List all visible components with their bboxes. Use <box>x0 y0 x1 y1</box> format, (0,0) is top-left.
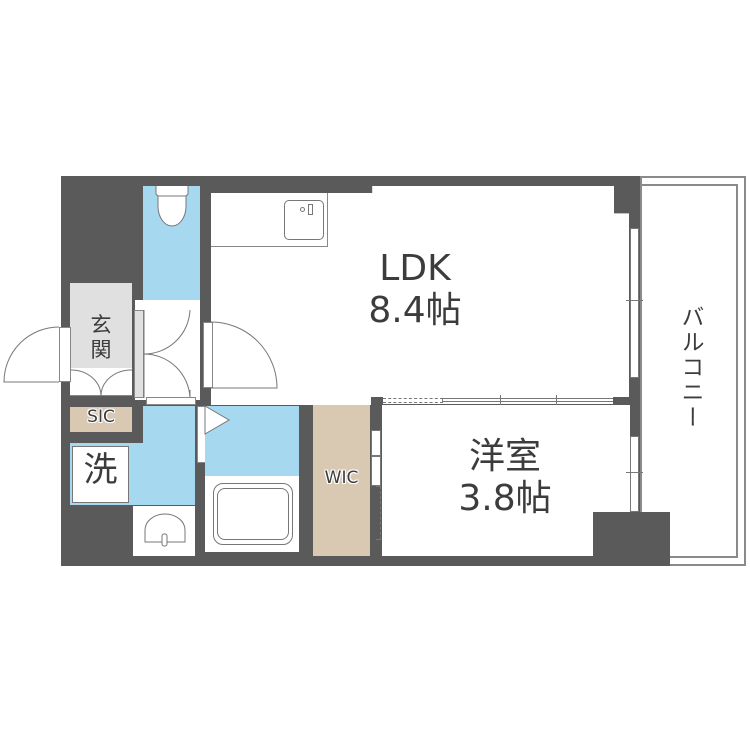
room-western <box>382 405 630 556</box>
bathroom-door-swing-icon <box>204 405 230 435</box>
toilet-door-swing-icon <box>143 309 191 399</box>
ldk-label: LDK 8.4帖 <box>340 250 490 330</box>
ldk-size: 8.4帖 <box>368 289 462 331</box>
entrance-door-frame <box>59 327 71 382</box>
bathtub-icon <box>213 483 293 545</box>
entrance-door-swing-icon <box>3 326 60 383</box>
balcony-outer-rail <box>640 176 746 566</box>
laundry-pan <box>72 446 129 503</box>
kitchen-sink-icon <box>284 200 324 240</box>
washroom-door-frame <box>146 397 196 405</box>
balcony-label: バルコニー <box>677 305 703 430</box>
toilet-icon <box>155 186 189 227</box>
sliding-door-tick-2 <box>556 395 557 405</box>
faucet-icon <box>308 204 313 215</box>
western-window-mullion <box>626 472 643 473</box>
washbasin-icon <box>144 513 186 547</box>
pillar-western <box>593 512 670 566</box>
western-label: 洋室 3.8帖 <box>440 438 570 518</box>
ldk-door-swing-icon <box>210 321 278 389</box>
shoe-closet-door-swing-icon <box>69 369 133 397</box>
kitchen-counter <box>211 193 328 247</box>
western-window <box>630 436 639 512</box>
wic-door-lower <box>371 456 381 486</box>
entrance-label: 玄関 <box>90 313 112 363</box>
ldk-door-frame <box>203 322 213 388</box>
sliding-door-ldk-western <box>383 396 613 404</box>
balcony-inner-rail <box>640 184 738 558</box>
faucet-knob-icon <box>300 207 305 212</box>
ldk-window <box>630 228 639 378</box>
bathtub-inner-icon <box>217 488 289 540</box>
wic-door-dashed <box>376 486 381 540</box>
room-entrance <box>70 283 132 375</box>
ldk-name: LDK <box>379 248 451 289</box>
hall-door-frame-left <box>134 310 144 398</box>
wic-door-upper <box>371 430 381 456</box>
room-washroom-upper <box>143 406 195 505</box>
room-sic <box>70 407 132 432</box>
sliding-door-tick-1 <box>500 395 501 405</box>
laundry-label: 洗 <box>83 450 118 490</box>
sic-label: SIC <box>87 407 115 427</box>
sliding-door-panel <box>443 398 613 402</box>
western-size: 3.8帖 <box>458 477 552 519</box>
room-washroom-mid <box>132 443 147 505</box>
room-wic <box>313 405 370 556</box>
western-name: 洋室 <box>468 436 541 477</box>
sliding-door-dashed <box>383 398 443 403</box>
ldk-window-mullion <box>626 300 643 301</box>
wic-label: WIC <box>324 468 359 488</box>
